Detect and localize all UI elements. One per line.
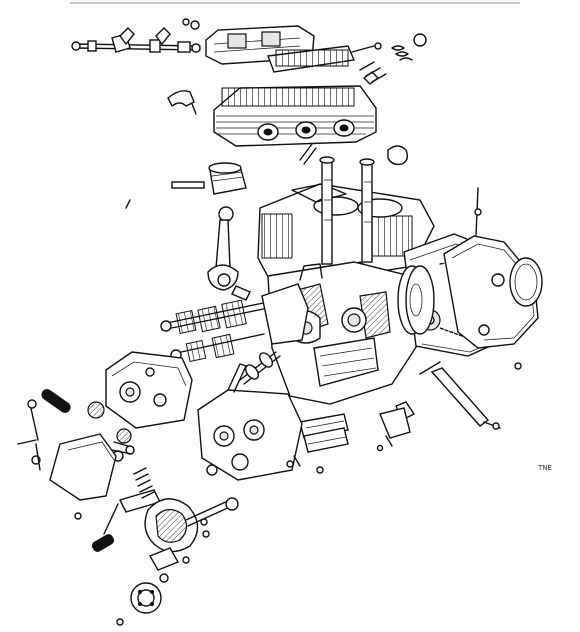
timing-cover <box>105 351 193 429</box>
circlip <box>125 199 131 209</box>
artist-signature: TNE <box>537 464 552 472</box>
sump-filter <box>299 413 349 474</box>
inner-timing-case <box>197 363 303 481</box>
gear-change-lever <box>17 389 71 471</box>
kickstart-spring <box>133 467 155 499</box>
drive-chain-guide <box>419 361 522 430</box>
oil-feed-pipe <box>167 90 195 107</box>
oil-pump <box>379 401 416 447</box>
kickstart-lever <box>91 489 162 552</box>
loose-fasteners <box>116 444 384 626</box>
timing-gears <box>87 401 135 462</box>
valve-spring-stack <box>351 33 427 85</box>
crankshaft-assembly <box>144 497 239 583</box>
rocker-cover <box>205 25 356 73</box>
gearbox-housing <box>261 283 309 345</box>
pushrod-tubes <box>319 156 375 265</box>
rocker-shaft-assembly <box>71 18 201 53</box>
cylinder-head <box>213 85 409 166</box>
crankcase <box>267 261 423 405</box>
main-bearing <box>130 582 162 614</box>
clutch-plates <box>397 265 435 335</box>
camshaft <box>239 351 281 385</box>
connecting-rod <box>207 206 251 301</box>
piston <box>171 162 247 195</box>
gearbox-outer-cover <box>49 433 117 520</box>
gearbox-cluster <box>160 299 269 363</box>
